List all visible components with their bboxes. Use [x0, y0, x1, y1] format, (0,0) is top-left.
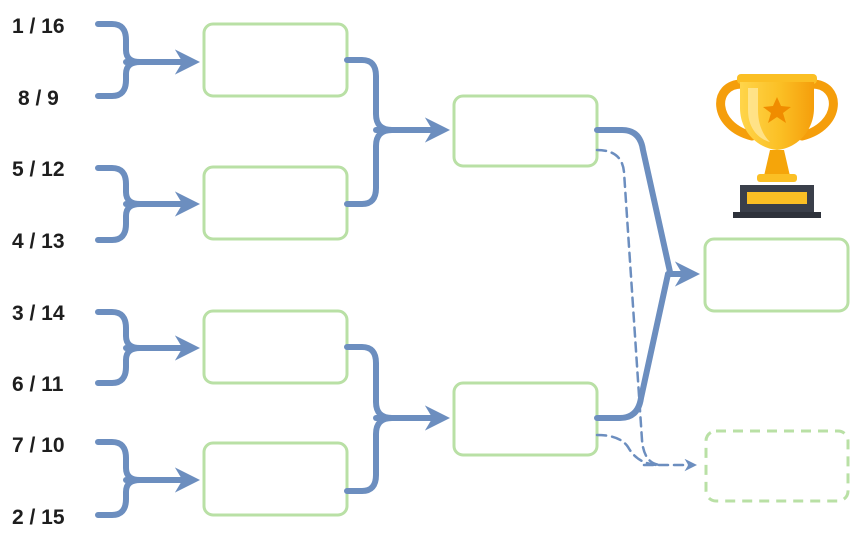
connector-semifinal-1-to-final — [594, 127, 673, 275]
dashed-connector-semifinal-2 — [595, 433, 662, 467]
seed-label: 5 / 12 — [12, 158, 65, 181]
seed-label: 7 / 10 — [12, 434, 65, 457]
semifinal-slots — [452, 94, 599, 457]
match-slot[interactable] — [202, 22, 349, 98]
final-slot[interactable] — [703, 237, 850, 313]
connector-seed-7-10 — [95, 439, 143, 483]
final-connectors — [594, 127, 701, 472]
connector-seed-5-12 — [95, 165, 143, 207]
round1-connectors — [95, 21, 201, 518]
connector-seed-1-16 — [95, 21, 143, 65]
connector-seed-2-15 — [95, 477, 143, 518]
match-slot[interactable] — [202, 309, 349, 385]
seed-label: 3 / 14 — [12, 302, 65, 325]
connector-seed-6-11 — [95, 345, 143, 386]
seed-label: 4 / 13 — [12, 230, 65, 253]
trophy-icon — [716, 74, 838, 218]
seed-label: 8 / 9 — [18, 87, 59, 110]
connector-seed-4-13 — [95, 201, 143, 243]
third-place-slot[interactable] — [704, 429, 850, 503]
seed-label: 2 / 15 — [12, 506, 65, 529]
match-slot[interactable] — [202, 441, 349, 517]
connector-seed-8-9 — [95, 59, 143, 99]
seed-label: 6 / 11 — [12, 373, 64, 396]
round2-slots — [202, 22, 349, 517]
dashed-connector-semifinal-1 — [595, 148, 664, 467]
connector-semifinal-2-to-final — [594, 271, 671, 421]
seed-labels: 1 / 16 8 / 9 5 / 12 4 / 13 3 / 14 6 / 11… — [12, 15, 65, 529]
semifinal-slot[interactable] — [452, 381, 599, 457]
seed-label: 1 / 16 — [12, 15, 65, 38]
connector-seed-3-14 — [95, 309, 143, 351]
round2-connectors — [344, 57, 451, 494]
connector-r2-slot-1 — [344, 57, 395, 133]
match-slot[interactable] — [202, 165, 349, 241]
connector-r2-slot-2 — [344, 127, 395, 207]
connector-r2-slot-3 — [344, 344, 395, 421]
connector-r2-slot-4 — [344, 415, 395, 494]
semifinal-slot[interactable] — [452, 94, 599, 168]
